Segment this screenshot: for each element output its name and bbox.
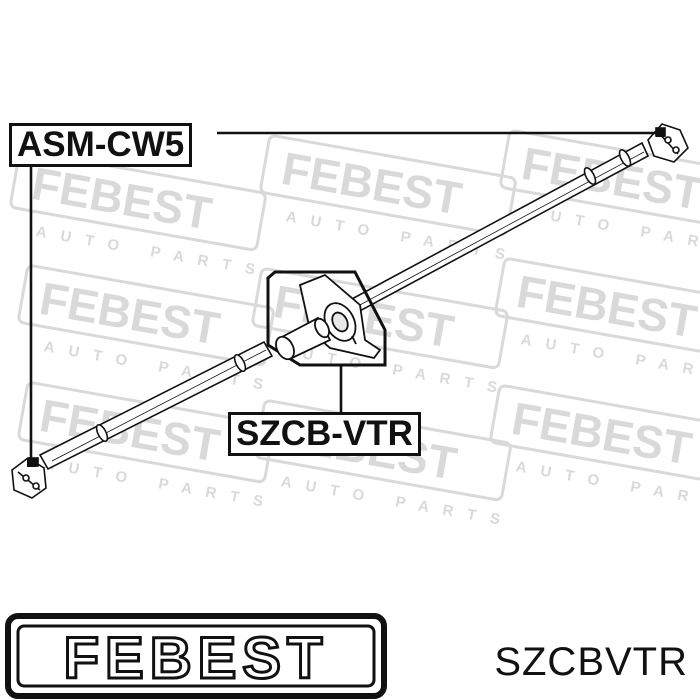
part-number: SZCBVTR <box>494 640 688 684</box>
bearing-highlight-box <box>266 270 387 367</box>
brand-logo: FEBEST <box>5 613 387 699</box>
front-flange <box>647 123 689 163</box>
callout-label-szcb-vtr: SZCB-VTR <box>228 412 421 456</box>
leader-lines <box>29 131 660 462</box>
rear-flange <box>11 457 47 499</box>
tube-joint <box>583 167 597 185</box>
brand-logo-text: FEBEST <box>64 626 329 691</box>
leader-end-marker <box>27 458 36 467</box>
tube-joint <box>95 423 109 443</box>
tube-joint <box>618 149 632 167</box>
tube-joint <box>233 353 247 373</box>
leader-end-marker <box>656 128 665 137</box>
callout-label-asm-cw5: ASM-CW5 <box>9 123 193 167</box>
center-bearing <box>266 270 387 367</box>
